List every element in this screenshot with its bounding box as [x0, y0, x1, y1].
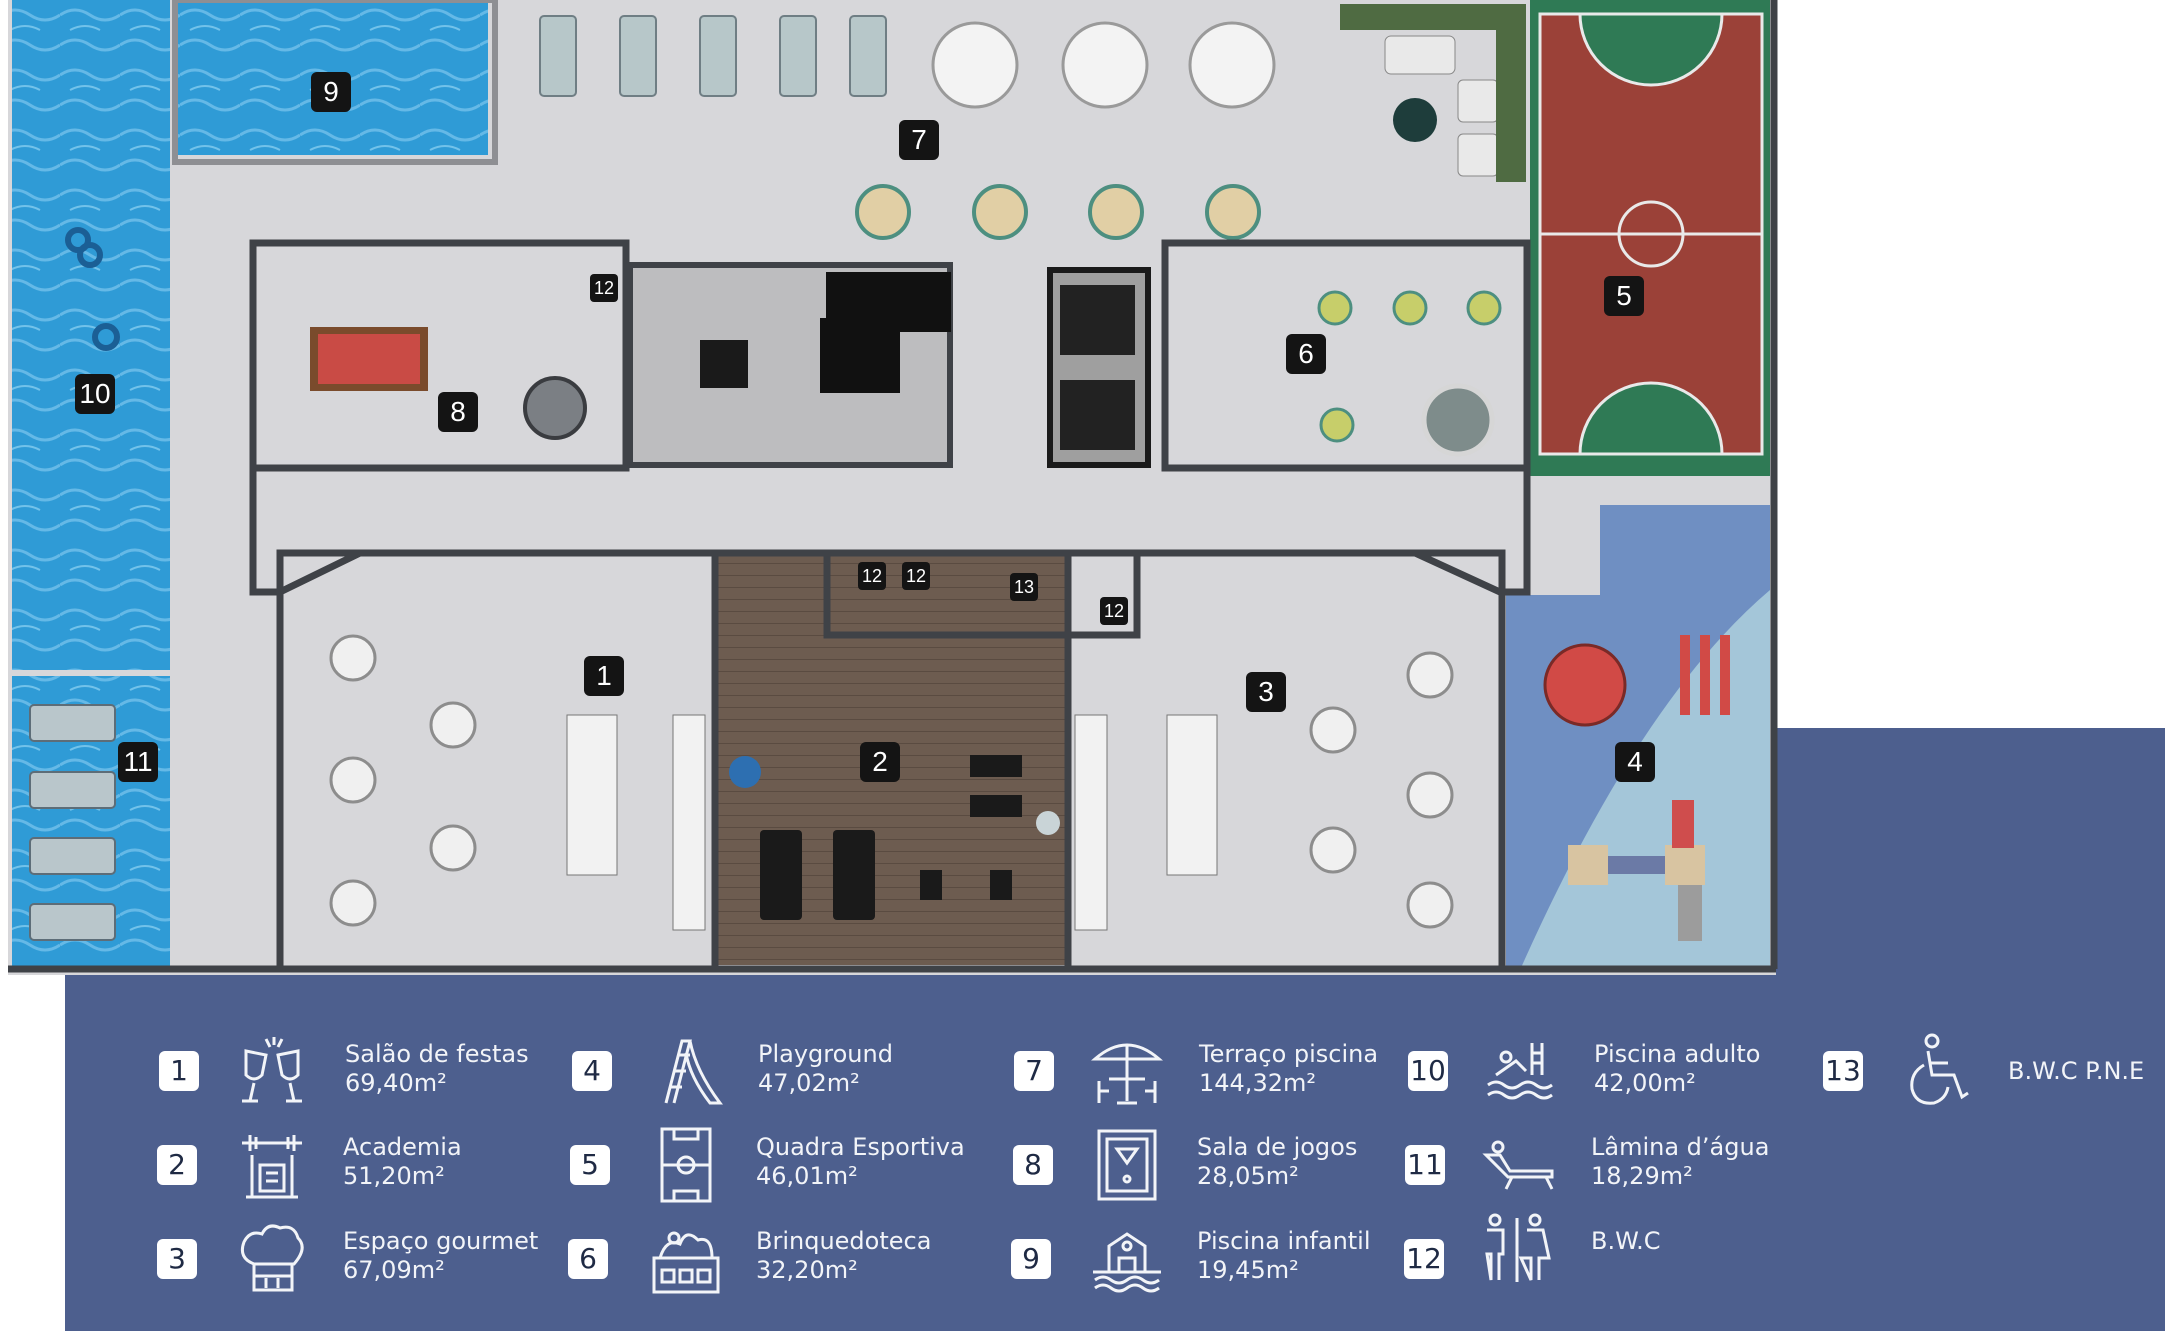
plan-marker-5: 5 [1604, 276, 1644, 316]
legend-name: Quadra Esportiva [756, 1133, 965, 1161]
plan-marker-4: 4 [1615, 742, 1655, 782]
walls [8, 0, 1778, 973]
legend-area: 18,29m² [1591, 1162, 1693, 1190]
legend-number: 3 [157, 1239, 197, 1279]
play-structure [1568, 800, 1705, 941]
plan-marker-8: 8 [438, 392, 478, 432]
gourmet-tables [1309, 651, 1454, 929]
legend-number: 6 [568, 1239, 608, 1279]
legend-area: 47,02m² [758, 1069, 860, 1097]
legend-name: Lâmina d’água [1591, 1133, 1770, 1161]
games-round-table [523, 376, 587, 440]
lounge-sofa [1384, 35, 1456, 75]
kids-pool-icon [1093, 1232, 1161, 1293]
legend-name: Academia [343, 1133, 462, 1161]
plan-marker-7: 7 [899, 120, 939, 160]
legend-number: 8 [1013, 1145, 1053, 1185]
gym-equipment [729, 755, 1060, 920]
legend-band-right [1776, 728, 2165, 978]
legend-name: B.W.C [1591, 1227, 1661, 1255]
toy-box-icon [652, 1231, 720, 1294]
legend-name: Brinquedoteca [756, 1227, 932, 1255]
sun-loungers-top [539, 15, 887, 97]
ball-pit [1421, 383, 1495, 457]
legend-area: 46,01m² [756, 1162, 858, 1190]
plan-marker-11: 11 [118, 742, 158, 782]
plan-marker-12: 12 [858, 562, 886, 590]
toy-library-tables [1317, 290, 1502, 443]
weight-machine-icon [242, 1135, 302, 1199]
plan-marker-12: 12 [590, 274, 618, 302]
legend-name: Salão de festas [345, 1040, 529, 1068]
legend-number: 9 [1011, 1239, 1051, 1279]
legend-area: 19,45m² [1197, 1256, 1299, 1284]
legend-name: Sala de jogos [1197, 1133, 1358, 1161]
plan-marker-12: 12 [1100, 597, 1128, 625]
plan-marker-2: 2 [860, 742, 900, 782]
plan-marker-13: 13 [1010, 573, 1038, 601]
legend-number: 12 [1404, 1239, 1444, 1279]
party-hall-counter [566, 714, 618, 876]
terrace-round-tables [855, 184, 1261, 240]
legend-number: 11 [1405, 1145, 1445, 1185]
slide-icon [664, 1039, 723, 1105]
pool-table-icon [1097, 1129, 1157, 1201]
chef-hat-icon [240, 1224, 304, 1292]
plan-marker-3: 3 [1246, 672, 1286, 712]
party-hall-tables [329, 634, 477, 927]
terrace-umbrella-tables [931, 21, 1276, 109]
legend-area: 51,20m² [343, 1162, 445, 1190]
plan-marker-12: 12 [902, 562, 930, 590]
adult-pool [12, 0, 170, 670]
plan-marker-9: 9 [311, 72, 351, 112]
legend-name: B.W.C P.N.E [2008, 1057, 2145, 1085]
legend-number: 13 [1823, 1051, 1863, 1091]
legend-area: 42,00m² [1594, 1069, 1696, 1097]
plan-marker-1: 1 [584, 656, 624, 696]
legend-name: Terraço piscina [1199, 1040, 1379, 1068]
plan-marker-10: 10 [75, 374, 115, 414]
legend-name: Playground [758, 1040, 893, 1068]
swing-set [1680, 635, 1730, 715]
wheelchair-icon [1910, 1033, 1969, 1105]
legend-name: Piscina adulto [1594, 1040, 1761, 1068]
legend-area: 28,05m² [1197, 1162, 1299, 1190]
legend-number: 1 [159, 1051, 199, 1091]
toast-glasses-icon [242, 1037, 302, 1103]
sun-loungers-left [29, 704, 116, 941]
restroom-icon [1485, 1213, 1551, 1282]
pool-ring-icon [65, 227, 120, 351]
umbrella-table-icon [1091, 1043, 1163, 1105]
sports-court-icon [660, 1127, 712, 1203]
legend-number: 2 [157, 1145, 197, 1185]
legend-name: Espaço gourmet [343, 1227, 539, 1255]
plan-marker-6: 6 [1286, 334, 1326, 374]
legend-number: 10 [1408, 1051, 1448, 1091]
legend-area: 32,20m² [756, 1256, 858, 1284]
legend-number: 5 [570, 1145, 610, 1185]
legend-number: 7 [1014, 1051, 1054, 1091]
legend-number: 4 [572, 1051, 612, 1091]
legend-name: Piscina infantil [1197, 1227, 1371, 1255]
swimmer-icon [1487, 1043, 1553, 1100]
merry-go-round [1543, 643, 1627, 727]
legend-area: 69,40m² [345, 1069, 447, 1097]
legend-area: 144,32m² [1199, 1069, 1316, 1097]
sun-lounger-icon [1482, 1140, 1554, 1190]
gourmet-counter [1166, 714, 1218, 876]
legend-area: 67,09m² [343, 1256, 445, 1284]
